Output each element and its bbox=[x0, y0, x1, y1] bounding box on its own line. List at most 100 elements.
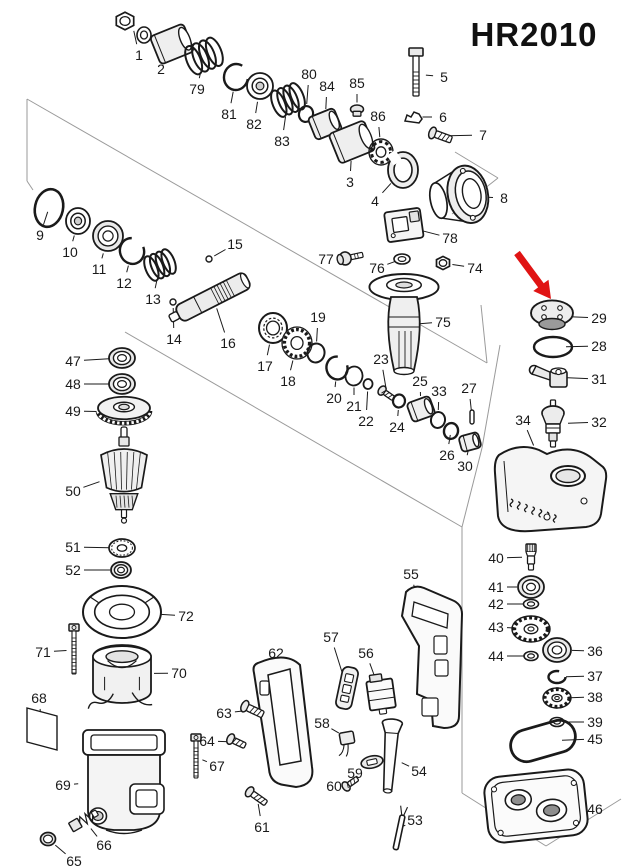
part-18-leader bbox=[290, 360, 294, 371]
part-24-leader bbox=[397, 409, 399, 417]
part-48-label: 48 bbox=[65, 376, 81, 392]
part-38-glyph bbox=[542, 687, 572, 709]
part-67-glyph bbox=[190, 733, 202, 779]
part-33-glyph bbox=[429, 411, 447, 429]
part-28-glyph bbox=[532, 335, 574, 359]
part-51-glyph bbox=[108, 538, 136, 558]
part-6-glyph bbox=[404, 111, 423, 124]
part-39-label: 39 bbox=[587, 714, 603, 730]
part-64-label: 64 bbox=[199, 733, 215, 749]
part-54-leader bbox=[401, 762, 410, 767]
part-drawings bbox=[26, 11, 608, 851]
part-22-label: 22 bbox=[358, 413, 374, 429]
part-6-label: 6 bbox=[439, 109, 447, 125]
part-61-label: 61 bbox=[254, 819, 270, 835]
part-26-label: 26 bbox=[439, 447, 455, 463]
part-42-label: 42 bbox=[488, 596, 504, 612]
part-64-glyph bbox=[225, 733, 247, 749]
part-83-leader bbox=[283, 116, 286, 131]
part-3-leader bbox=[350, 160, 352, 172]
part-76-leader bbox=[387, 261, 395, 265]
part-32-label: 32 bbox=[591, 414, 607, 430]
part-34-label: 34 bbox=[515, 412, 531, 428]
part-54-label: 54 bbox=[411, 763, 427, 779]
part-68-glyph bbox=[26, 707, 58, 751]
part-78-glyph bbox=[383, 207, 425, 243]
part-82-label: 82 bbox=[246, 116, 262, 132]
part-66-label: 66 bbox=[96, 837, 112, 853]
part-53-label: 53 bbox=[407, 812, 423, 828]
part-16-leader bbox=[216, 308, 226, 333]
part-43-label: 43 bbox=[488, 619, 504, 635]
part-19-label: 19 bbox=[310, 309, 326, 325]
part-11-label: 11 bbox=[92, 261, 107, 277]
part-21-label: 21 bbox=[346, 398, 362, 414]
part-74-label: 74 bbox=[467, 260, 483, 276]
part-4-leader bbox=[382, 183, 392, 194]
group-boundary-line bbox=[124, 331, 463, 528]
part-10-glyph bbox=[65, 207, 91, 235]
part-19-glyph bbox=[306, 342, 326, 364]
part-13-leader bbox=[154, 280, 158, 289]
part-78-leader bbox=[422, 230, 440, 236]
part-23-glyph bbox=[377, 385, 396, 401]
part-17-leader bbox=[266, 344, 270, 356]
part-50-leader bbox=[83, 481, 100, 488]
part-58-glyph bbox=[338, 730, 356, 757]
part-37-glyph bbox=[547, 669, 567, 685]
model-title: HR2010 bbox=[470, 16, 597, 53]
part-1-label: 1 bbox=[135, 47, 143, 63]
part-14-glyph bbox=[169, 298, 177, 306]
part-20-glyph bbox=[325, 355, 349, 381]
part-57-glyph bbox=[335, 666, 359, 710]
part-83-glyph bbox=[270, 82, 306, 118]
part-36-label: 36 bbox=[587, 643, 603, 659]
part-84-label: 84 bbox=[319, 78, 335, 94]
part-11-glyph bbox=[92, 220, 124, 252]
part-40-glyph bbox=[525, 543, 537, 571]
part-29-glyph bbox=[530, 299, 574, 331]
part-58-leader bbox=[331, 728, 340, 734]
part-14-label: 14 bbox=[166, 331, 182, 347]
part-49-label: 49 bbox=[65, 403, 81, 419]
part-71-label: 71 bbox=[35, 644, 51, 660]
part-55-glyph bbox=[400, 585, 464, 730]
part-18-glyph bbox=[281, 326, 313, 360]
part-41-glyph bbox=[517, 575, 545, 599]
part-75-label: 75 bbox=[435, 314, 451, 330]
part-68-label: 68 bbox=[31, 690, 47, 706]
part-1-glyph bbox=[115, 11, 152, 44]
group-boundary-line bbox=[26, 180, 34, 191]
part-31-glyph bbox=[528, 364, 568, 388]
part-5-label: 5 bbox=[440, 69, 448, 85]
part-46-label: 46 bbox=[587, 801, 603, 817]
part-36-glyph bbox=[542, 637, 572, 663]
part-23-leader bbox=[382, 369, 387, 388]
part-65-glyph bbox=[39, 831, 57, 847]
part-26-glyph bbox=[442, 421, 460, 441]
part-27-glyph bbox=[469, 409, 475, 425]
part-85-glyph bbox=[349, 104, 365, 117]
part-48-glyph bbox=[108, 373, 136, 395]
pointer-arrow-icon bbox=[514, 250, 551, 299]
part-79-label: 79 bbox=[189, 81, 205, 97]
part-9-leader bbox=[43, 211, 49, 225]
part-76-glyph bbox=[393, 253, 411, 265]
part-66-glyph bbox=[68, 809, 99, 833]
part-34-glyph bbox=[493, 445, 608, 533]
part-66-leader bbox=[90, 828, 98, 837]
part-11-leader bbox=[101, 253, 104, 259]
part-9-label: 9 bbox=[36, 227, 44, 243]
part-28-label: 28 bbox=[591, 338, 607, 354]
part-54-glyph bbox=[381, 718, 404, 794]
part-80-leader bbox=[306, 84, 309, 105]
part-17-label: 17 bbox=[257, 358, 273, 374]
part-86-leader bbox=[378, 126, 381, 138]
part-63-label: 63 bbox=[216, 705, 232, 721]
part-40-label: 40 bbox=[488, 550, 504, 566]
group-boundary-line bbox=[481, 344, 501, 449]
part-52-label: 52 bbox=[65, 562, 81, 578]
part-37-label: 37 bbox=[587, 668, 603, 684]
part-81-leader bbox=[230, 91, 234, 104]
